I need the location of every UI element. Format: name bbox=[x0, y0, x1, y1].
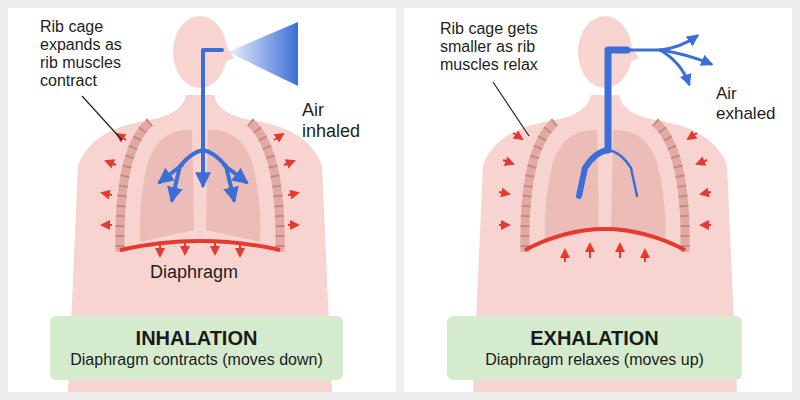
phase-box: EXHALATIONDiaphragm relaxes (moves up) bbox=[447, 316, 742, 380]
phase-box: INHALATIONDiaphragm contracts (moves dow… bbox=[50, 316, 343, 380]
air-label: Air inhaled bbox=[302, 100, 382, 142]
phase-title: EXHALATION bbox=[530, 326, 659, 350]
callout-label: Rib cage gets smaller as rib muscles rel… bbox=[440, 20, 565, 74]
phase-title: INHALATION bbox=[136, 326, 258, 350]
air-label: Air exhaled bbox=[716, 84, 788, 124]
diaphragm bbox=[525, 229, 685, 250]
leader-line bbox=[82, 96, 122, 140]
left-panel bbox=[8, 8, 396, 392]
phase-description: Diaphragm relaxes (moves up) bbox=[485, 350, 704, 370]
right-panel bbox=[404, 8, 792, 392]
part-label: Diaphragm bbox=[150, 262, 270, 283]
callout-label: Rib cage expands as rib muscles contract bbox=[40, 18, 140, 90]
leader-line bbox=[493, 82, 529, 136]
inhaled-air bbox=[228, 22, 298, 86]
exhale-airway bbox=[579, 50, 637, 196]
phase-description: Diaphragm contracts (moves down) bbox=[70, 350, 323, 370]
motion-arrows bbox=[102, 134, 298, 256]
inhale-airway bbox=[160, 50, 246, 200]
exhaled-air bbox=[629, 36, 711, 84]
diaphragm bbox=[120, 241, 280, 250]
motion-arrows bbox=[499, 133, 711, 262]
